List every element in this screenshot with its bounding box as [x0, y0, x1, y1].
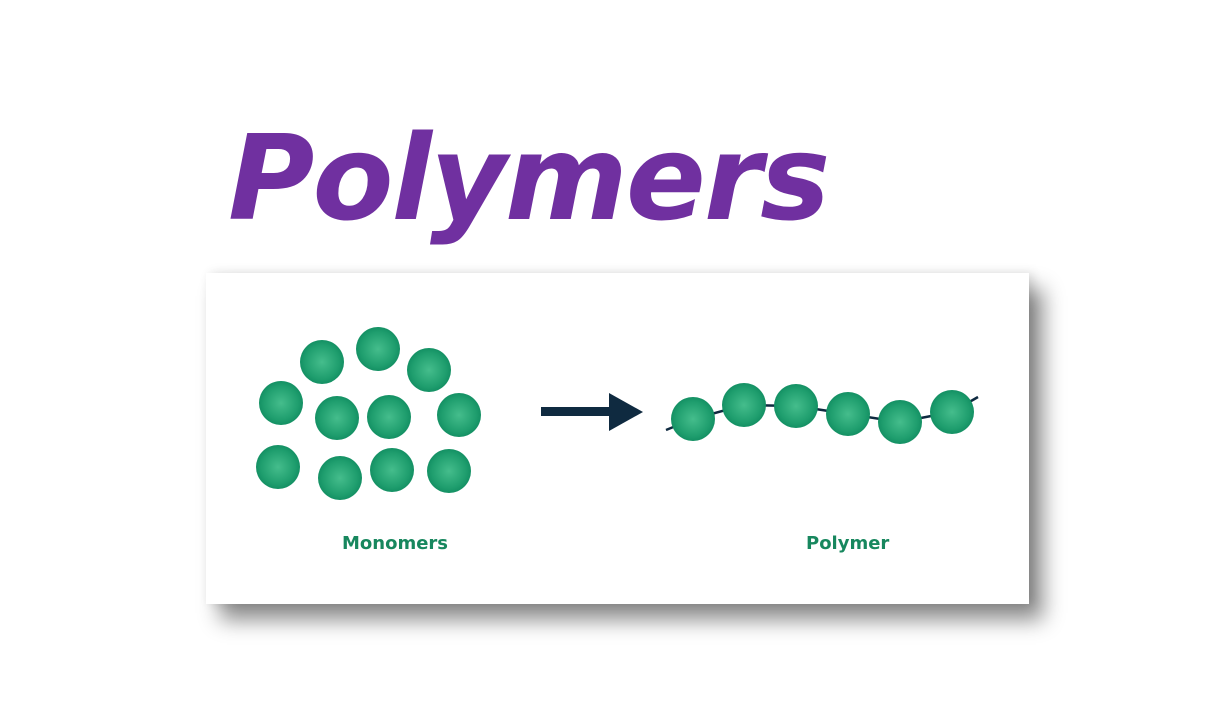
- monomer-cluster: [256, 327, 481, 500]
- polymer-bead: [671, 397, 715, 441]
- monomer-bead: [407, 348, 451, 392]
- monomer-bead: [256, 445, 300, 489]
- monomer-bead: [300, 340, 344, 384]
- reaction-arrow-icon: [541, 393, 643, 431]
- monomer-bead: [356, 327, 400, 371]
- monomer-bead: [367, 395, 411, 439]
- polymer-bead: [774, 384, 818, 428]
- diagram-graphic: [256, 327, 979, 500]
- polymer-bead: [878, 400, 922, 444]
- polymer-bead: [930, 390, 974, 434]
- polymer-bead: [826, 392, 870, 436]
- monomer-bead: [315, 396, 359, 440]
- page-title: Polymers: [228, 109, 830, 247]
- monomer-bead: [318, 456, 362, 500]
- monomer-bead: [437, 393, 481, 437]
- polymer-chain: [665, 383, 979, 444]
- monomer-bead: [259, 381, 303, 425]
- monomer-bead: [427, 449, 471, 493]
- monomers-label: Monomers: [342, 533, 449, 554]
- polymer-bead: [722, 383, 766, 427]
- polymerization-diagram: Monomers Polymer: [206, 273, 1029, 604]
- polymer-label: Polymer: [806, 533, 890, 554]
- monomer-bead: [370, 448, 414, 492]
